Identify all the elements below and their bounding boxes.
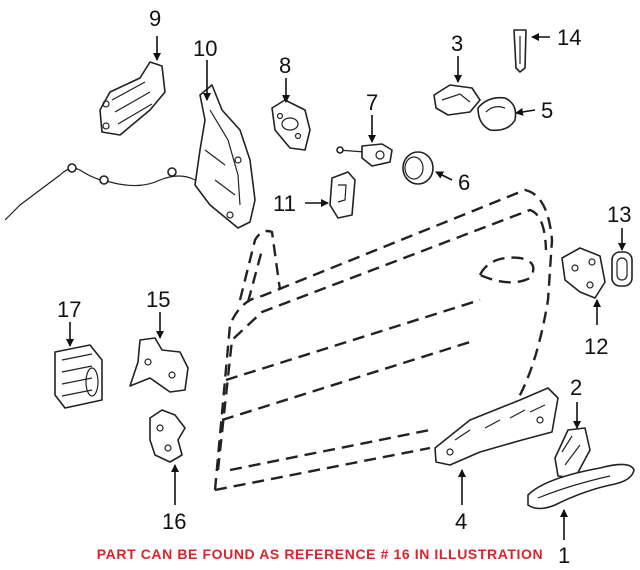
callout-5: 5 bbox=[541, 98, 553, 123]
callout-4: 4 bbox=[455, 509, 467, 534]
part-14-pin bbox=[513, 29, 527, 73]
reference-note: PART CAN BE FOUND AS REFERENCE # 16 IN I… bbox=[96, 546, 544, 562]
part-6-grommet bbox=[402, 151, 434, 185]
callout-8: 8 bbox=[279, 53, 291, 78]
part-7-lock-cylinder bbox=[336, 143, 393, 167]
part-16-lower-hinge bbox=[149, 409, 186, 463]
part-17-bumper bbox=[54, 344, 103, 409]
part-10-door-lock bbox=[194, 84, 256, 229]
callout-13: 13 bbox=[607, 202, 631, 227]
part-1-outer-handle bbox=[527, 463, 635, 510]
door-outline bbox=[213, 188, 554, 492]
part-3-cap bbox=[433, 84, 481, 116]
part-8-housing bbox=[271, 99, 311, 151]
part-9-lock-bracket bbox=[99, 61, 166, 136]
callout-6: 6 bbox=[458, 170, 470, 195]
callout-3: 3 bbox=[451, 31, 463, 56]
callout-17: 17 bbox=[57, 297, 81, 322]
part-12-striker bbox=[561, 247, 606, 299]
callout-2: 2 bbox=[570, 375, 582, 400]
callout-15: 15 bbox=[146, 287, 170, 312]
callout-16: 16 bbox=[162, 509, 186, 534]
callout-7: 7 bbox=[366, 90, 378, 115]
part-11-bracket bbox=[329, 171, 356, 219]
part-15-upper-hinge bbox=[129, 337, 189, 393]
part-2-handle-cover bbox=[554, 427, 591, 479]
callout-12: 12 bbox=[584, 334, 608, 359]
part-5-cover bbox=[477, 96, 517, 132]
callout-1: 1 bbox=[558, 543, 570, 568]
callout-9: 9 bbox=[149, 6, 161, 31]
part-13-seal bbox=[611, 251, 633, 287]
callout-labels: 9 10 8 7 3 14 5 6 11 13 12 17 15 16 4 2 … bbox=[57, 6, 631, 568]
callout-11: 11 bbox=[273, 191, 296, 216]
callout-14: 14 bbox=[557, 25, 581, 50]
door-cable bbox=[4, 167, 196, 221]
part-4-handle-carrier bbox=[434, 387, 559, 466]
callout-arrows bbox=[66, 33, 626, 540]
callout-10: 10 bbox=[193, 36, 217, 61]
